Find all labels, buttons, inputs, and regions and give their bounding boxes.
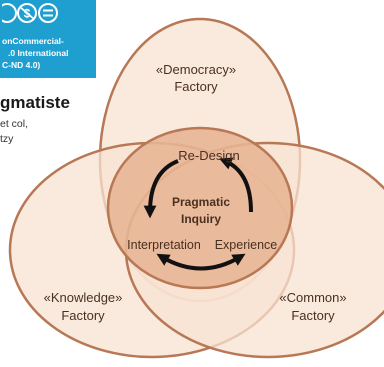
inquiry-circle (106, 126, 294, 290)
experience-label: Experience (215, 238, 278, 252)
democracy-label: «Democracy» (156, 62, 236, 77)
inquiry-label: Inquiry (181, 212, 221, 226)
author-line-2: tzy (0, 133, 14, 145)
experience-to-redesign-arrow (219, 157, 253, 213)
knowledge-label: «Knowledge» (44, 290, 123, 305)
interpretation-to-experience-arrow (156, 253, 246, 271)
knowledge-factory-label: Factory (61, 308, 105, 323)
common-label: «Common» (279, 290, 346, 305)
redesign-to-interpretation-arrow (143, 159, 179, 219)
cc-icon (2, 3, 17, 23)
license-line-1: onCommercial- (2, 36, 64, 46)
pragmatic-label: Pragmatic (172, 195, 230, 209)
author-line-1: et col, (0, 118, 29, 130)
interpretation-label: Interpretation (127, 238, 201, 252)
equals-icon (38, 3, 58, 23)
redesign-label: Re-Design (178, 148, 239, 163)
common-factory-label: Factory (291, 308, 335, 323)
license-line-2: .0 International (8, 48, 69, 58)
license-line-3: C-ND 4.0) (2, 60, 41, 70)
license-badge: $ onCommercial- .0 International C-ND 4.… (0, 0, 96, 78)
brand-title: gmatiste (0, 93, 70, 112)
dollar-strikethrough-icon: $ (17, 3, 37, 23)
democracy-factory-label: Factory (174, 79, 218, 94)
